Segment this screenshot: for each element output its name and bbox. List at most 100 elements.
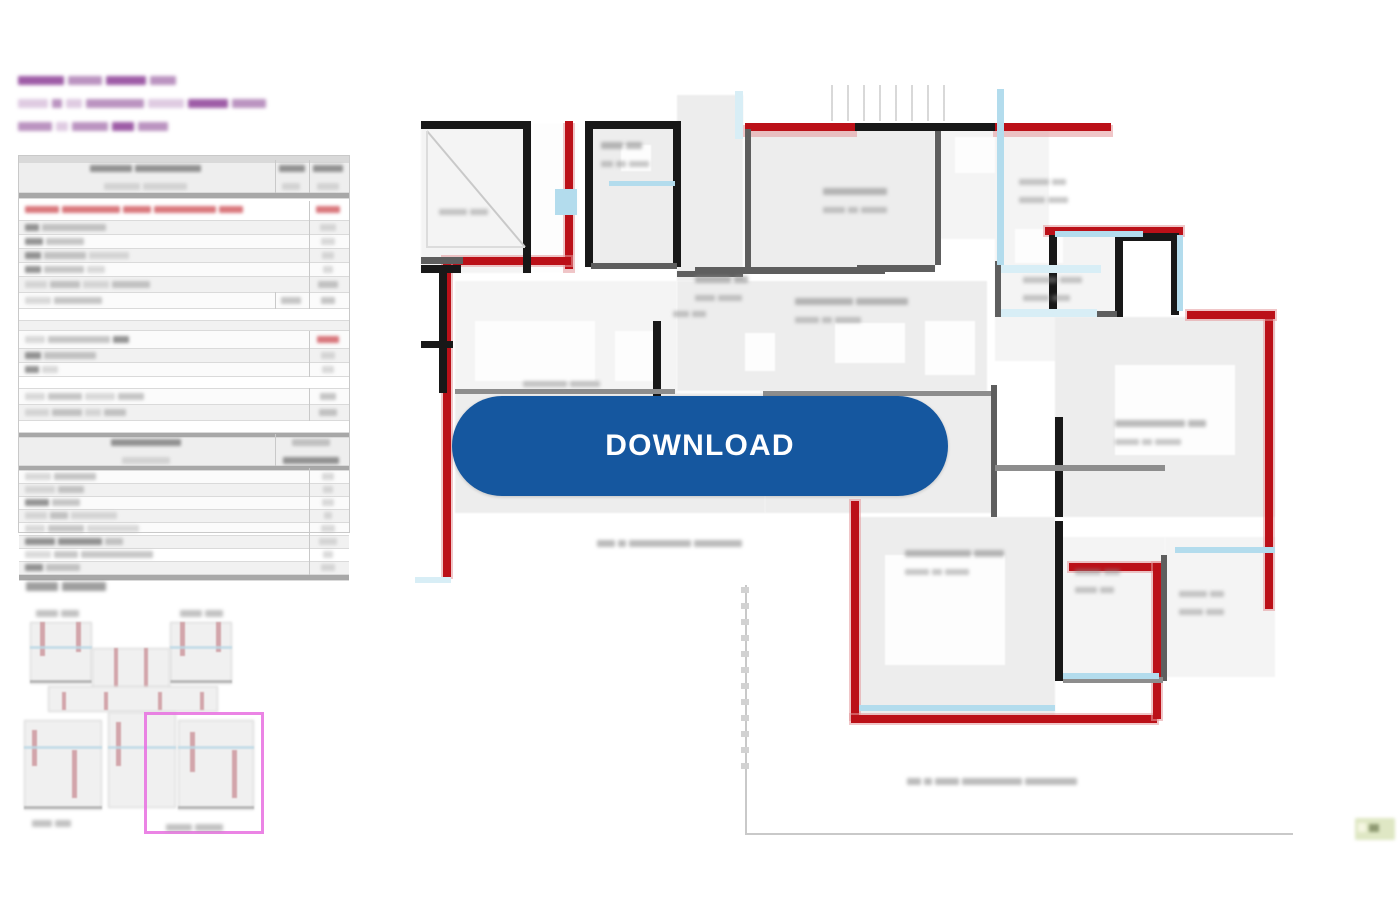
plan-wall-red xyxy=(443,257,571,265)
plan-wall-black xyxy=(1115,233,1177,241)
plan-wall-black xyxy=(1049,235,1057,311)
plan-room-label xyxy=(695,271,751,307)
plan-fixture xyxy=(1115,365,1235,455)
table-row xyxy=(19,260,349,279)
plan-wall-partition xyxy=(995,261,1001,317)
plan-window xyxy=(1001,309,1097,317)
table-row xyxy=(19,346,349,365)
plan-wall-red xyxy=(443,259,451,577)
plan-fixture xyxy=(621,145,651,171)
table-separator xyxy=(19,433,349,438)
table-row xyxy=(19,218,349,237)
table-row xyxy=(19,291,349,310)
unit-key-plan xyxy=(18,600,270,845)
plan-wall-black xyxy=(1171,233,1179,315)
plan-wall-partition xyxy=(935,131,941,265)
table-row xyxy=(19,309,349,321)
table-row xyxy=(19,387,349,406)
plan-room-fill xyxy=(1165,537,1275,677)
plan-wall-red xyxy=(1187,311,1275,319)
corner-badge-glyph-right xyxy=(1369,824,1379,832)
table-row xyxy=(19,507,349,525)
plan-fixture xyxy=(955,137,995,173)
table-separator xyxy=(19,575,349,581)
plan-door-swing xyxy=(426,130,526,248)
plan-dimension-ticks xyxy=(741,587,749,773)
plan-window xyxy=(997,135,1004,265)
unit-title-block xyxy=(18,72,358,141)
table-row xyxy=(19,275,349,294)
table-row xyxy=(19,559,349,577)
table-row xyxy=(19,481,349,499)
plan-wall-black xyxy=(855,123,995,131)
plan-wall-red xyxy=(745,123,855,131)
corner-badge[interactable] xyxy=(1355,818,1395,840)
table-top-strip xyxy=(19,156,349,163)
plan-wall-partition xyxy=(995,465,1165,471)
plan-wall-partition xyxy=(1161,555,1167,681)
plan-room-label xyxy=(1023,271,1085,307)
plan-dimension-label xyxy=(907,773,1080,791)
plan-fixture xyxy=(475,321,595,381)
plan-balcony-grille xyxy=(831,85,951,121)
table-row xyxy=(19,377,349,389)
plan-room-label xyxy=(823,183,890,219)
plan-wall-partition xyxy=(745,129,751,269)
unit-spec-table xyxy=(18,155,350,581)
download-button[interactable]: DOWNLOAD xyxy=(452,396,948,496)
plan-wall-red xyxy=(1069,563,1161,571)
title-line-1 xyxy=(18,72,358,90)
plan-dimension-line xyxy=(745,833,1293,835)
table-row xyxy=(19,199,349,221)
plan-wall-partition xyxy=(763,391,995,396)
table-row xyxy=(19,546,349,564)
key-plan-corridor xyxy=(48,686,218,712)
plan-room-label xyxy=(1075,563,1123,599)
plan-wall-black xyxy=(585,121,593,267)
plan-room-fill xyxy=(745,129,935,269)
plan-wall-black xyxy=(1055,521,1063,681)
plan-wall-black xyxy=(653,321,661,399)
table-row xyxy=(19,321,349,331)
plan-window xyxy=(1063,673,1159,679)
plan-room-label xyxy=(673,305,709,323)
plan-wall-black xyxy=(439,269,447,393)
plan-wall-black xyxy=(421,341,453,348)
plan-window xyxy=(1055,231,1143,237)
key-plan-label xyxy=(180,604,226,622)
plan-wall-black xyxy=(523,121,531,273)
plan-room-fill xyxy=(677,95,743,281)
key-plan-label xyxy=(32,814,74,832)
plan-dimension-label xyxy=(523,375,603,393)
plan-wall-black xyxy=(421,121,531,129)
plan-room-fill xyxy=(1055,537,1165,677)
key-plan-selection-highlight xyxy=(144,712,264,834)
plan-window xyxy=(997,89,1004,135)
plan-wall-black xyxy=(587,121,677,129)
corner-badge-glyph-left xyxy=(1358,823,1366,832)
plan-wall-partition xyxy=(991,385,997,517)
table-separator xyxy=(19,193,349,199)
key-plan-heading xyxy=(26,578,110,596)
plan-wall-red xyxy=(1265,313,1273,609)
plan-wall-red xyxy=(851,501,859,719)
plan-room-label xyxy=(905,545,1007,581)
table-row xyxy=(19,520,349,538)
plan-wall-partition xyxy=(1063,677,1163,683)
plan-room-label xyxy=(795,293,911,329)
table-row xyxy=(19,360,349,379)
plan-window xyxy=(555,189,577,215)
plan-wall-partition xyxy=(455,389,675,394)
plan-wall-black xyxy=(673,121,681,267)
plan-room-label xyxy=(1115,415,1209,451)
plan-wall-partition xyxy=(677,271,743,277)
table-row xyxy=(19,421,349,433)
plan-room-label xyxy=(1019,173,1071,209)
plan-wall-red xyxy=(995,123,1111,131)
plan-room-label xyxy=(1179,585,1227,621)
table-row xyxy=(19,468,349,486)
plan-window xyxy=(1177,235,1183,311)
table-row xyxy=(19,403,349,422)
plan-window xyxy=(609,181,675,186)
